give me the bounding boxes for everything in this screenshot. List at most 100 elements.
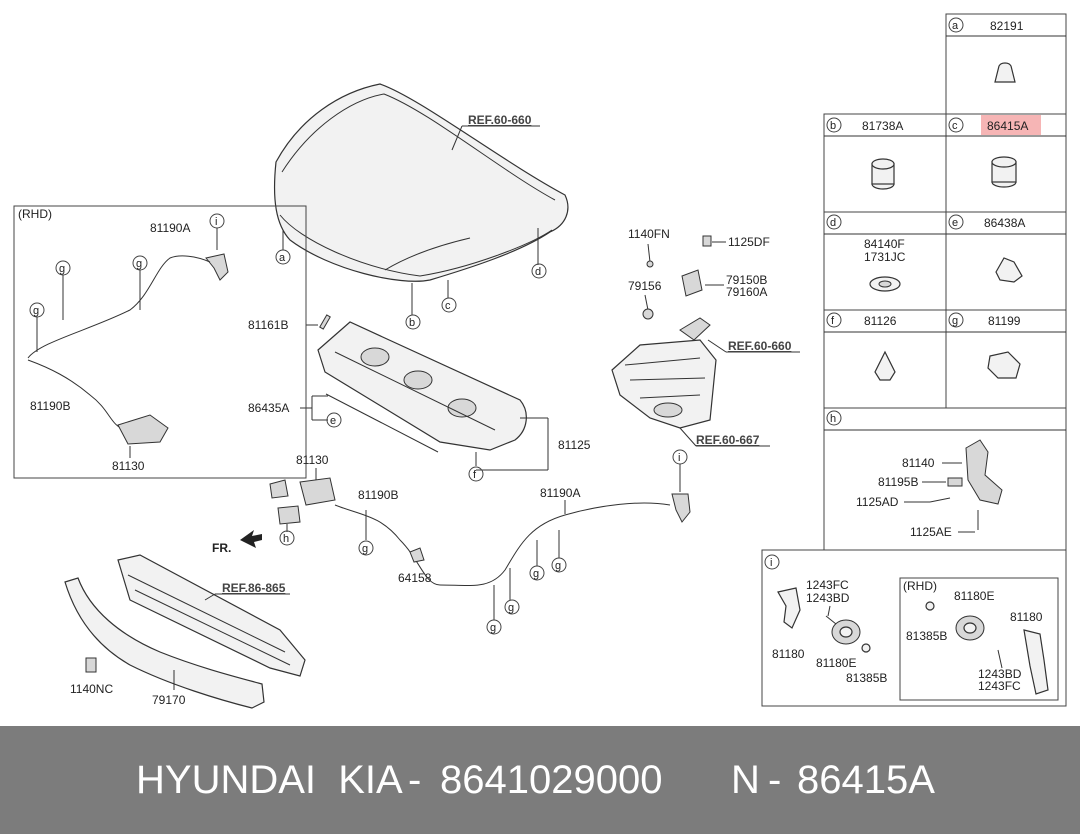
callout-f-main: f <box>473 469 477 481</box>
legend-a-part[interactable]: 82191 <box>990 19 1024 33</box>
label-79150B[interactable]: 79150B <box>726 273 767 287</box>
callout-g-main4: g <box>508 602 514 614</box>
callout-g-main3: g <box>555 560 561 572</box>
detail-i-panel: i 1243FC 1243BD 81180 81180E 81385B (RHD… <box>761 549 1067 707</box>
ref-hinge[interactable]: REF.60-660 <box>728 339 792 353</box>
hood-panel <box>273 83 569 282</box>
detail-rhd-81385B[interactable]: 81385B <box>906 629 947 643</box>
detail-rhd-box <box>899 577 1059 701</box>
footer-part-number[interactable]: 8641029000 <box>440 757 663 802</box>
parts-diagram: REF.60-660 a b c d 81161B 86435A e 81125… <box>13 13 1067 709</box>
weatherstrip <box>325 393 439 453</box>
cable-81190A <box>439 502 671 587</box>
cushion-icon-b <box>871 158 895 190</box>
label-81125[interactable]: 81125 <box>558 438 591 452</box>
detail-rhd-title: (RHD) <box>903 579 937 593</box>
label-79156[interactable]: 79156 <box>628 279 662 293</box>
detail-1243FC[interactable]: 1243FC <box>806 578 849 592</box>
cable-clip-icon-g <box>987 351 1021 379</box>
support-bar-79170 <box>64 577 265 709</box>
legend-circle-g: g <box>952 315 958 327</box>
legend-circle-e: e <box>952 217 958 229</box>
highlight-target-part <box>981 115 1041 135</box>
rhd-handle-icon <box>1023 629 1049 695</box>
label-81190B[interactable]: 81190B <box>358 488 398 502</box>
callout-g-main1: g <box>362 543 368 555</box>
label-81161B[interactable]: 81161B <box>248 318 288 332</box>
hood-lock-assembly-icon <box>929 439 1003 530</box>
label-79170[interactable]: 79170 <box>152 693 186 707</box>
bumper-rubber-icon <box>994 62 1016 83</box>
callout-i-main: i <box>678 452 680 464</box>
legend-circle-c: c <box>952 120 958 132</box>
label-64158[interactable]: 64158 <box>398 571 432 585</box>
legend-circle-h: h <box>830 413 836 425</box>
release-lever-icon <box>825 615 871 653</box>
callout-c: c <box>445 300 451 312</box>
footer-separator-2: - <box>768 757 782 802</box>
legend-g-part[interactable]: 81199 <box>988 314 1021 328</box>
hood-stay-rod <box>319 314 331 330</box>
ref-bumper[interactable]: REF.86-865 <box>222 581 286 595</box>
rhd-release-lever-icon <box>955 615 985 641</box>
footer-separator-1: - <box>408 757 422 802</box>
legend-e-part[interactable]: 86438A <box>984 216 1025 230</box>
callout-a: a <box>279 252 286 264</box>
cushion-icon-c <box>991 156 1017 188</box>
detail-81180[interactable]: 81180 <box>772 647 805 661</box>
hood-latch <box>299 477 336 506</box>
rhd-label-81130[interactable]: 81130 <box>112 459 145 473</box>
clip-64158 <box>409 547 425 563</box>
detail-rhd-1243FC[interactable]: 1243FC <box>978 679 1021 693</box>
callout-g-main2: g <box>533 568 539 580</box>
bumper-stay <box>117 554 306 677</box>
footer-ref-number[interactable]: 86415A <box>797 757 935 802</box>
label-79160A[interactable]: 79160A <box>726 285 767 299</box>
front-body-structure <box>611 339 717 429</box>
detail-81180E[interactable]: 81180E <box>816 656 856 670</box>
detail-rhd-81180[interactable]: 81180 <box>1010 610 1043 624</box>
legend-h-1125AD[interactable]: 1125AD <box>856 495 899 509</box>
rhd-cable-lower <box>27 359 126 431</box>
legend-h-81140[interactable]: 81140 <box>902 456 935 470</box>
label-81190A[interactable]: 81190A <box>540 486 580 500</box>
ref-hood[interactable]: REF.60-660 <box>468 113 532 127</box>
detail-81385B[interactable]: 81385B <box>846 671 887 685</box>
callout-e-main: e <box>330 415 336 427</box>
latch-bracket <box>277 505 301 525</box>
legend-f-part[interactable]: 81126 <box>864 314 897 328</box>
rhd-callout-g3: g <box>33 305 39 317</box>
legend-h-81195B[interactable]: 81195B <box>878 475 918 489</box>
label-1125DF[interactable]: 1125DF <box>728 235 770 249</box>
cable-81190B <box>334 504 441 586</box>
rhd-release-handle <box>205 253 229 281</box>
detail-1243BD[interactable]: 1243BD <box>806 591 850 605</box>
clip-icon-f <box>874 350 896 381</box>
rhd-panel <box>13 205 307 479</box>
legend-h-1125AE[interactable]: 1125AE <box>910 525 952 539</box>
legend-circle-f: f <box>831 315 835 327</box>
detail-rhd-1243BD[interactable]: 1243BD <box>978 667 1022 681</box>
label-1140NC[interactable]: 1140NC <box>70 682 113 696</box>
callout-d: d <box>535 266 541 278</box>
legend-d-part1[interactable]: 84140F <box>864 237 905 251</box>
legend-b-part[interactable]: 81738A <box>862 119 903 133</box>
ref-body[interactable]: REF.60-667 <box>696 433 760 447</box>
legend-d-part2[interactable]: 1731JC <box>864 250 906 264</box>
legend-circle-b: b <box>830 120 836 132</box>
rhd-label-81190A[interactable]: 81190A <box>150 221 190 235</box>
label-86435A[interactable]: 86435A <box>248 401 289 415</box>
legend-grid: a 82191 b 81738A c 86415A d 84140F <box>823 13 1067 551</box>
rhd-latch <box>117 414 169 445</box>
label-81130[interactable]: 81130 <box>296 453 329 467</box>
footer-brand: HYUNDAI KIA <box>136 757 403 802</box>
front-indicator: FR. <box>212 541 231 555</box>
detail-rhd-81180E[interactable]: 81180E <box>954 589 994 603</box>
footer-n-label: N <box>731 757 760 802</box>
legend-circle-a: a <box>952 20 959 32</box>
legend-c-part[interactable]: 86415A <box>987 119 1028 133</box>
label-1140FN[interactable]: 1140FN <box>628 227 670 241</box>
rhd-label-81190B[interactable]: 81190B <box>30 399 70 413</box>
callout-a-circle <box>275 249 291 265</box>
rhd-callout-g2: g <box>136 258 142 270</box>
